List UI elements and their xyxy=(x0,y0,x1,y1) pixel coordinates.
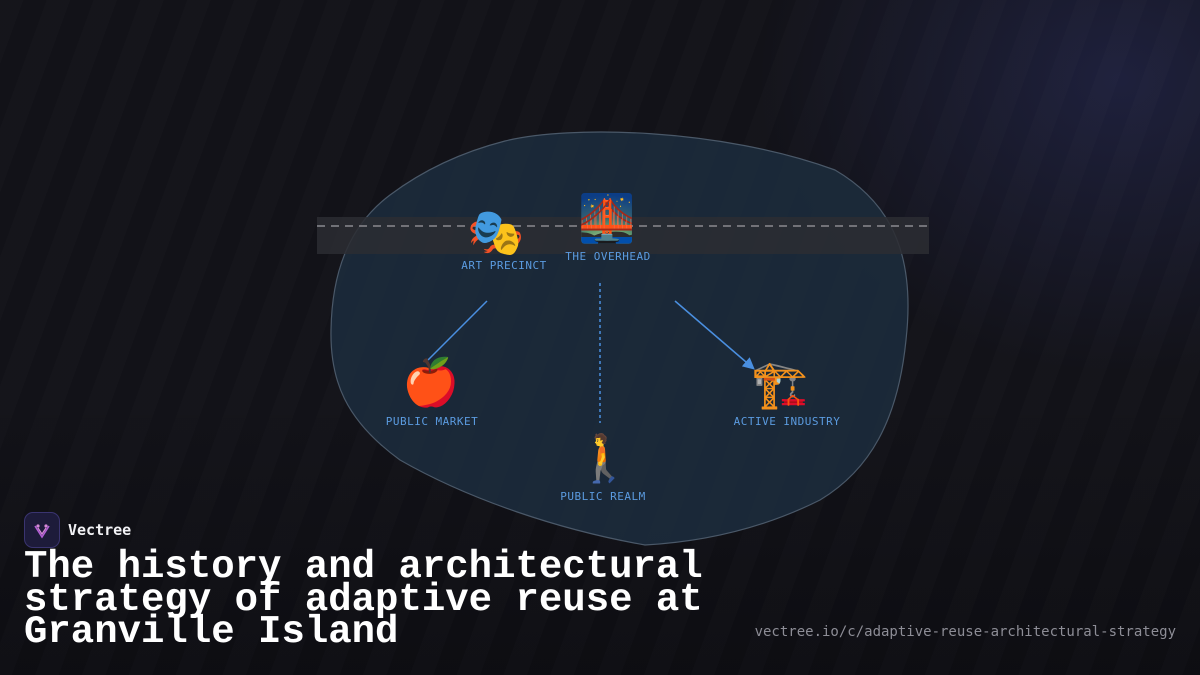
edge-art-to-market xyxy=(427,300,488,361)
performing-arts-icon: 🎭 xyxy=(467,205,524,259)
node-label-active-industry: ACTIVE INDUSTRY xyxy=(734,415,841,428)
vectree-logo-mark xyxy=(34,524,50,539)
bridge-icon: 🌉 xyxy=(578,191,635,245)
walking-person-icon: 🚶 xyxy=(575,431,632,485)
node-active-industry: 🏗️ ACTIVE INDUSTRY xyxy=(734,357,841,428)
node-label-art-precinct: ART PRECINCT xyxy=(461,259,546,272)
road-band xyxy=(317,217,929,254)
node-the-overhead: 🌉 THE OVERHEAD xyxy=(565,191,650,263)
apple-icon: 🍎 xyxy=(402,354,459,409)
node-label-public-market: PUBLIC MARKET xyxy=(386,415,479,428)
vectree-logo-icon xyxy=(24,512,60,548)
page-title: The history and architectural strategy o… xyxy=(24,545,703,654)
node-label-public-realm: PUBLIC REALM xyxy=(560,490,645,503)
brand: Vectree xyxy=(24,512,131,548)
page-url[interactable]: vectree.io/c/adaptive-reuse-architectura… xyxy=(754,624,1176,640)
node-label-the-overhead: THE OVERHEAD xyxy=(565,250,650,263)
node-art-precinct: 🎭 ART PRECINCT xyxy=(461,205,546,272)
node-public-realm: 🚶 PUBLIC REALM xyxy=(560,431,645,503)
brand-name: Vectree xyxy=(68,521,132,539)
node-public-market: 🍎 PUBLIC MARKET xyxy=(386,354,479,428)
edge-overhead-to-industry xyxy=(674,300,755,370)
construction-crane-icon: 🏗️ xyxy=(751,357,808,411)
